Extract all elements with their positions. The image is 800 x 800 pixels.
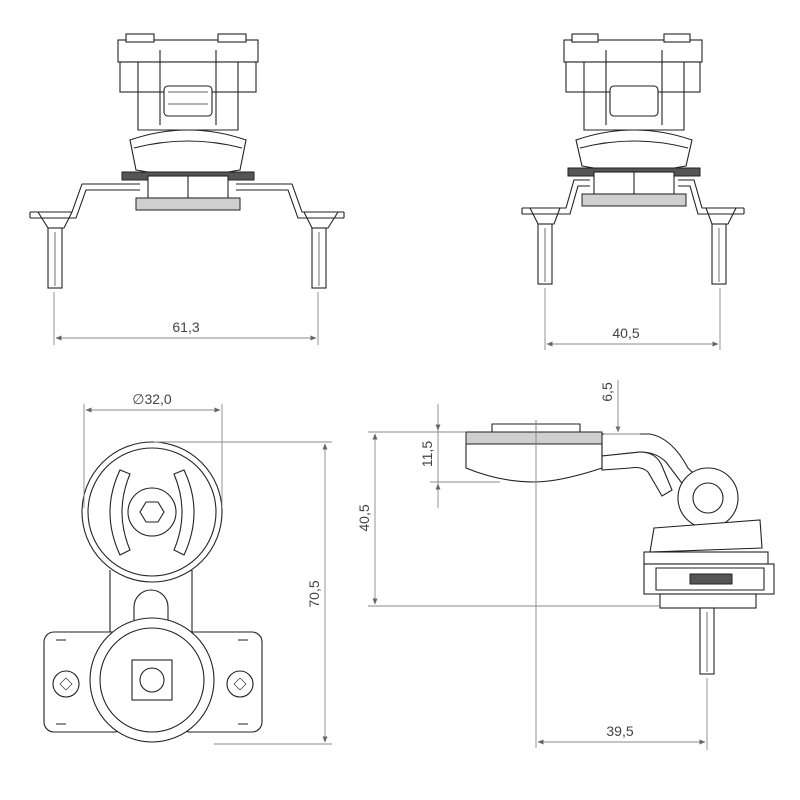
dimension-offset-top: 6,5 [599,382,615,402]
dimension-side-height: 40,5 [356,504,372,531]
dimension-front-width: 61,3 [172,319,199,335]
dimension-mount-thickness: 11,5 [419,441,435,467]
dimension-top-height: 70,5 [306,580,322,607]
top-view: ∅32,0 70,5 [43,391,332,745]
dimension-side-width: 40,5 [612,325,639,341]
dimension-horizontal-offset: 39,5 [606,723,633,739]
side-view: 40,5 [521,33,745,350]
dimension-diameter: ∅32,0 [132,391,172,407]
front-view: 61,3 [29,33,345,345]
profile-view: 6,5 11,5 40,5 39,5 [356,380,775,750]
